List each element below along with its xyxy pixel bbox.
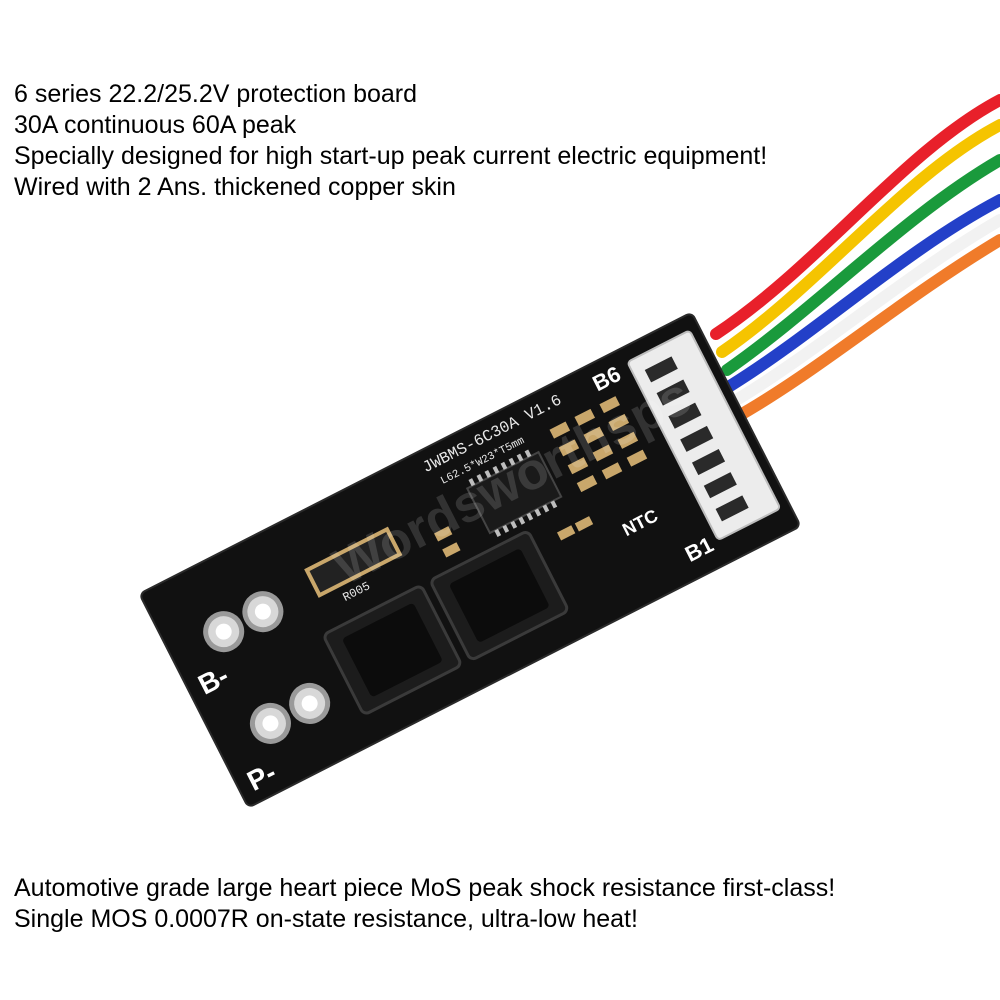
wire-blue	[724, 194, 1000, 392]
wire-bundle	[710, 94, 1000, 424]
footer-text-block: Automotive grade large heart piece MoS p…	[14, 873, 835, 935]
header-text-block: 6 series 22.2/25.2V protection board 30A…	[14, 79, 767, 203]
wire-white	[727, 214, 1000, 408]
footer-line-2: Single MOS 0.0007R on-state resistance, …	[14, 905, 638, 933]
wire-yellow	[716, 119, 1000, 358]
smd-components	[434, 396, 648, 558]
wire-red	[710, 94, 1000, 340]
wire-orange	[729, 234, 1000, 424]
header-line-1: 6 series 22.2/25.2V protection board	[14, 80, 418, 108]
mosfet-chips	[323, 531, 569, 715]
solder-pads	[203, 591, 331, 744]
wire-green	[721, 154, 1000, 376]
header-line-2: 30A continuous 60A peak	[14, 111, 297, 139]
header-line-4: Wired with 2 Ans. thickened copper skin	[14, 173, 456, 201]
balance-connector	[627, 330, 781, 540]
header-line-3: Specially designed for high start-up pea…	[14, 142, 768, 170]
footer-line-1: Automotive grade large heart piece MoS p…	[14, 874, 836, 902]
pcb-board: B- P- B6 B1 NTC JWBMS-6C30A V1.6 L62.5*W…	[140, 313, 800, 807]
controller-ic	[465, 449, 563, 537]
shunt-resistor	[304, 526, 403, 598]
